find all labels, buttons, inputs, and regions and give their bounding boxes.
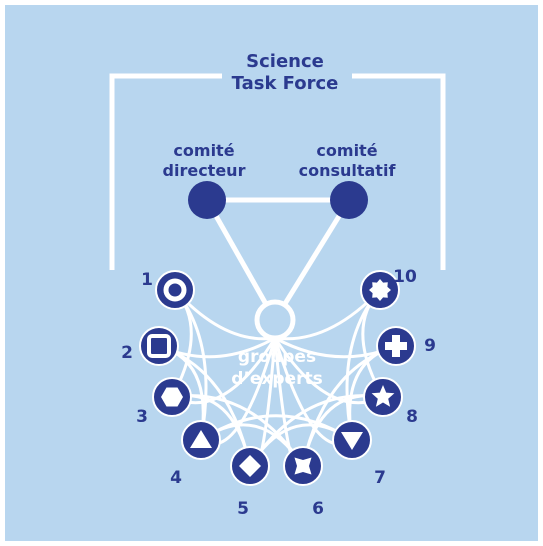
experts-label-2: d’experts xyxy=(231,369,322,389)
expert-group-node xyxy=(139,326,179,366)
expert-group-number: 6 xyxy=(312,499,324,519)
star-icon xyxy=(371,385,395,407)
expert-group-number: 10 xyxy=(393,267,417,287)
experts-label-1: groupes xyxy=(238,347,316,367)
background-panel xyxy=(5,5,538,541)
expert-group-node xyxy=(155,270,195,310)
header-line-1: Science xyxy=(246,51,324,72)
expert-group-number: 1 xyxy=(141,270,153,290)
header-line-2: Task Force xyxy=(232,73,339,94)
flower-icon xyxy=(369,279,391,301)
diamond-icon xyxy=(239,455,261,477)
triangle-icon xyxy=(190,430,212,448)
steering-committee-label-1: comité xyxy=(173,141,234,160)
expert-group-number: 3 xyxy=(136,407,148,427)
experts-hub-node xyxy=(254,299,296,341)
square-icon xyxy=(147,334,171,358)
expert-group-number: 8 xyxy=(406,407,418,427)
committee-connections xyxy=(204,197,352,322)
expert-group-number: 2 xyxy=(121,343,133,363)
steering-committee-node xyxy=(188,181,226,219)
advisory-committee-label-2: consultatif xyxy=(299,161,397,180)
expert-group-number: 7 xyxy=(374,468,386,488)
inverted-triangle-icon xyxy=(341,432,363,450)
advisory-committee-node xyxy=(330,181,368,219)
expert-group-number: 4 xyxy=(170,468,182,488)
advisory-committee-label-1: comité xyxy=(316,141,377,160)
hexagon-icon xyxy=(161,387,183,407)
task-force-bracket xyxy=(109,73,446,270)
expert-group-number: 5 xyxy=(237,499,249,519)
circle-icon xyxy=(163,278,187,302)
plus-icon xyxy=(385,335,407,357)
cross-icon xyxy=(294,457,312,475)
steering-committee-label-2: directeur xyxy=(163,161,246,180)
expert-group-number: 9 xyxy=(424,336,436,356)
expert-groups: 1 2 3 4 5 6 7 8 9 10 xyxy=(121,267,436,519)
